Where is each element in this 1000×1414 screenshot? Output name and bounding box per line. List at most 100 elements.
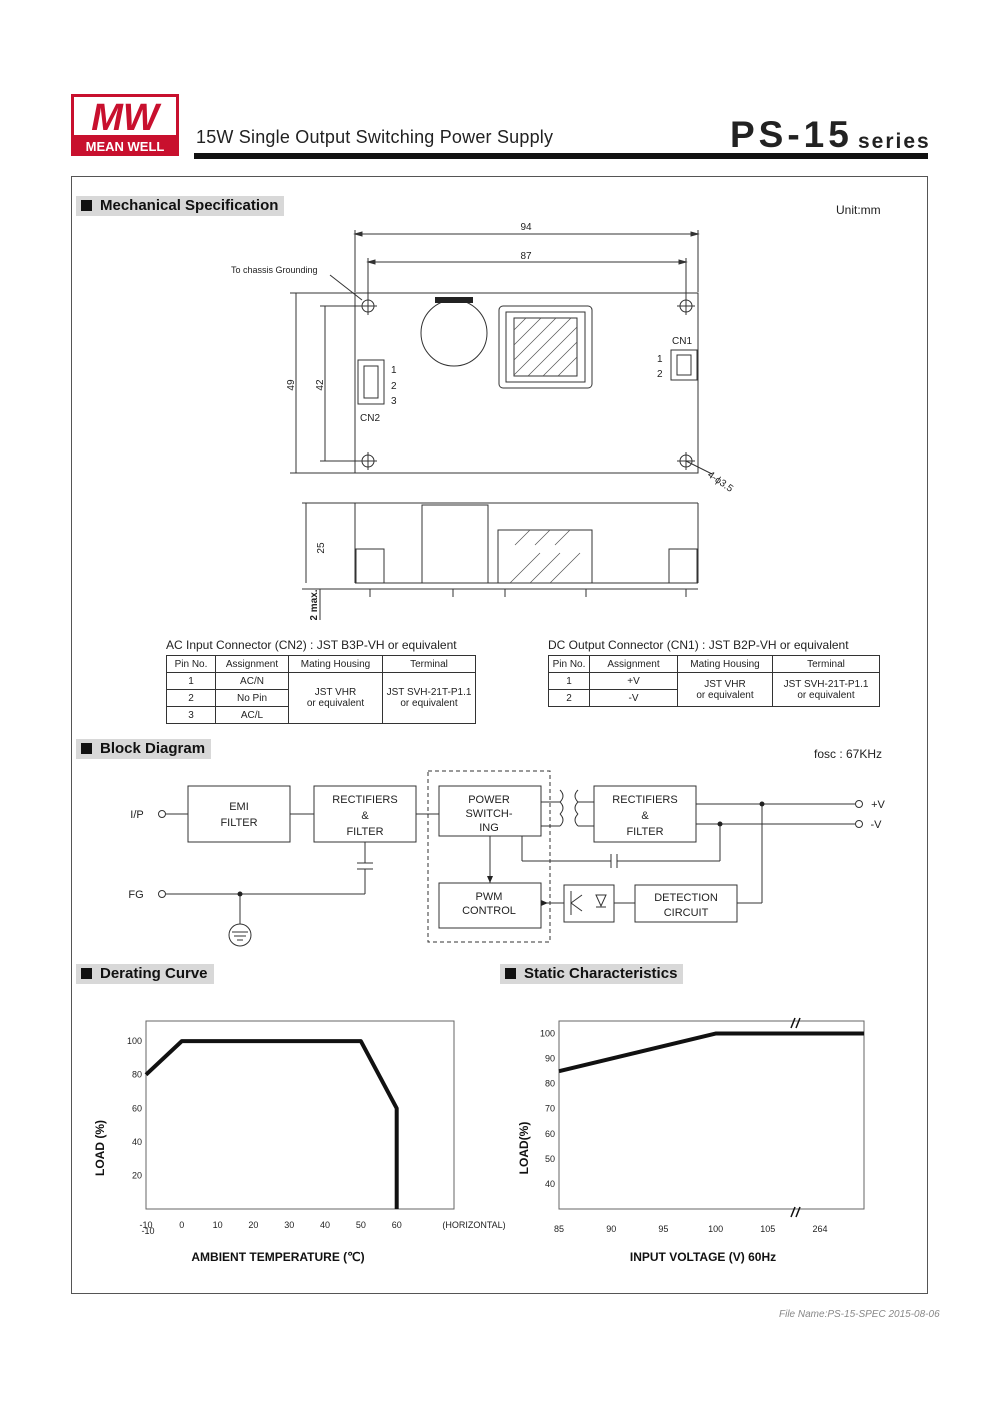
hole-label: 4-ϕ3.5 bbox=[705, 469, 735, 495]
column-header: Assignment bbox=[215, 655, 289, 673]
block-text: & bbox=[641, 810, 649, 822]
dc-connector-table: Pin No. Assignment Mating Housing Termin… bbox=[548, 655, 880, 707]
bullet-square-icon bbox=[81, 743, 92, 754]
block-diagram: I/P FG EMI FILTER RECTIFIERS & FILTER PO… bbox=[128, 770, 886, 947]
assignment-cell: +V bbox=[589, 672, 678, 690]
pin-cell: 3 bbox=[166, 706, 216, 724]
y-tick-label: 80 bbox=[545, 1079, 555, 1089]
y-tick-label: 90 bbox=[545, 1054, 555, 1064]
bullet-square-icon bbox=[81, 200, 92, 211]
derating-series-line bbox=[144, 1039, 399, 1209]
model-name: PS-15 bbox=[730, 114, 853, 155]
x-tick-label: 20 bbox=[248, 1220, 258, 1230]
y-tick-label: 60 bbox=[132, 1103, 142, 1113]
block-text: CONTROL bbox=[462, 905, 516, 917]
housing-line: or equivalent bbox=[306, 698, 365, 709]
housing-line: JST VHR bbox=[704, 678, 746, 690]
terminal-line: JST SVH-21T-P1.1 bbox=[386, 687, 472, 698]
logo-text: MEAN WELL bbox=[86, 139, 165, 154]
emi-filter-block bbox=[187, 785, 291, 843]
assignment-cell: AC/N bbox=[215, 672, 289, 690]
page-subtitle: 15W Single Output Switching Power Supply bbox=[196, 127, 554, 147]
housing-line: JST VHR bbox=[314, 687, 357, 698]
column-header: Pin No. bbox=[166, 655, 216, 673]
y-tick-label: 40 bbox=[545, 1179, 555, 1189]
dim-2max: 2 max. bbox=[309, 589, 320, 620]
ac-connector-caption: AC Input Connector (CN2) : JST B3P-VH or… bbox=[166, 638, 457, 652]
dim-94: 94 bbox=[520, 222, 532, 233]
assignment-cell: No Pin bbox=[215, 689, 289, 707]
pin-cell: 1 bbox=[166, 672, 216, 690]
pin-cell: 2 bbox=[548, 689, 590, 707]
static-plot-frame bbox=[558, 1020, 865, 1210]
terminal-line: or equivalent bbox=[400, 698, 458, 709]
fg-label: FG bbox=[128, 889, 143, 901]
x-axis-label: AMBIENT TEMPERATURE (℃) bbox=[191, 1250, 364, 1264]
table-row: 3 AC/L bbox=[166, 706, 476, 724]
block-text: RECTIFIERS bbox=[332, 794, 397, 806]
y-tick-label: 100 bbox=[127, 1036, 142, 1046]
x-tick-label: 105 bbox=[760, 1224, 775, 1234]
cn1-pin: 1 bbox=[657, 354, 663, 365]
x-tick-label: 30 bbox=[284, 1220, 294, 1230]
static-series-line bbox=[558, 1031, 864, 1074]
dim-49: 49 bbox=[286, 379, 297, 391]
static-title-text: Static Characteristics bbox=[524, 965, 678, 982]
x-tick-label: 60 bbox=[392, 1220, 402, 1230]
primary-dashed-box bbox=[427, 770, 551, 943]
dc-connector-caption: DC Output Connector (CN1) : JST B2P-VH o… bbox=[548, 638, 849, 652]
mean-well-logo: MW MEAN WELL bbox=[71, 94, 179, 156]
block-text: CIRCUIT bbox=[664, 907, 709, 919]
static-section-title: Static Characteristics bbox=[500, 964, 684, 984]
block-section-title: Block Diagram bbox=[76, 739, 212, 759]
pin-cell: 1 bbox=[548, 672, 590, 690]
derating-plot-frame bbox=[145, 1020, 455, 1210]
x-axis-note: (HORIZONTAL) bbox=[442, 1220, 505, 1230]
column-header: Terminal bbox=[382, 655, 476, 673]
y-tick-label: 40 bbox=[132, 1137, 142, 1147]
cn1-pin: 2 bbox=[657, 369, 663, 380]
block-text: FILTER bbox=[346, 826, 383, 838]
chassis-grounding-label: To chassis Grounding bbox=[231, 265, 318, 275]
unit-note: Unit:mm bbox=[836, 203, 881, 217]
spec-frame bbox=[71, 176, 928, 1294]
y-tick-label: 60 bbox=[545, 1129, 555, 1139]
mechanical-section-title: Mechanical Specification bbox=[76, 196, 285, 216]
bullet-square-icon bbox=[505, 968, 516, 979]
y-axis-label: LOAD (%) bbox=[93, 1120, 107, 1176]
block-title-text: Block Diagram bbox=[100, 740, 206, 757]
mechanical-drawing: 94 87 49 42 25 2 max. To chassis Groundi… bbox=[231, 222, 735, 620]
output-neg-label: -V bbox=[871, 819, 883, 831]
column-header: Pin No. bbox=[548, 655, 590, 673]
assignment-cell: -V bbox=[589, 689, 678, 707]
dim-87: 87 bbox=[520, 251, 532, 262]
column-header: Mating Housing bbox=[288, 655, 383, 673]
x-tick-label: 100 bbox=[708, 1224, 723, 1234]
derating-title-text: Derating Curve bbox=[100, 965, 208, 982]
y-tick-label: 70 bbox=[545, 1104, 555, 1114]
y-axis-label: LOAD(%) bbox=[517, 1122, 531, 1175]
x-tick-label: 0 bbox=[179, 1220, 184, 1230]
x-tick-label: 90 bbox=[606, 1224, 616, 1234]
block-text: FILTER bbox=[220, 817, 257, 829]
block-text: ING bbox=[479, 822, 499, 834]
block-text: FILTER bbox=[626, 826, 663, 838]
terminal-line: or equivalent bbox=[797, 689, 855, 701]
cn2-label: CN2 bbox=[360, 413, 380, 424]
column-header: Terminal bbox=[772, 655, 880, 673]
block-text: SWITCH- bbox=[465, 808, 512, 820]
block-text: EMI bbox=[229, 801, 249, 813]
x-tick-label: 50 bbox=[356, 1220, 366, 1230]
y-tick-label: 20 bbox=[132, 1170, 142, 1180]
x-tick-label: 40 bbox=[320, 1220, 330, 1230]
x-tick-label: 95 bbox=[658, 1224, 668, 1234]
block-text: PWM bbox=[476, 891, 503, 903]
cn1-label: CN1 bbox=[672, 336, 692, 347]
block-text: DETECTION bbox=[654, 892, 718, 904]
bullet-square-icon bbox=[81, 968, 92, 979]
x-tick-label: 264 bbox=[812, 1224, 827, 1234]
